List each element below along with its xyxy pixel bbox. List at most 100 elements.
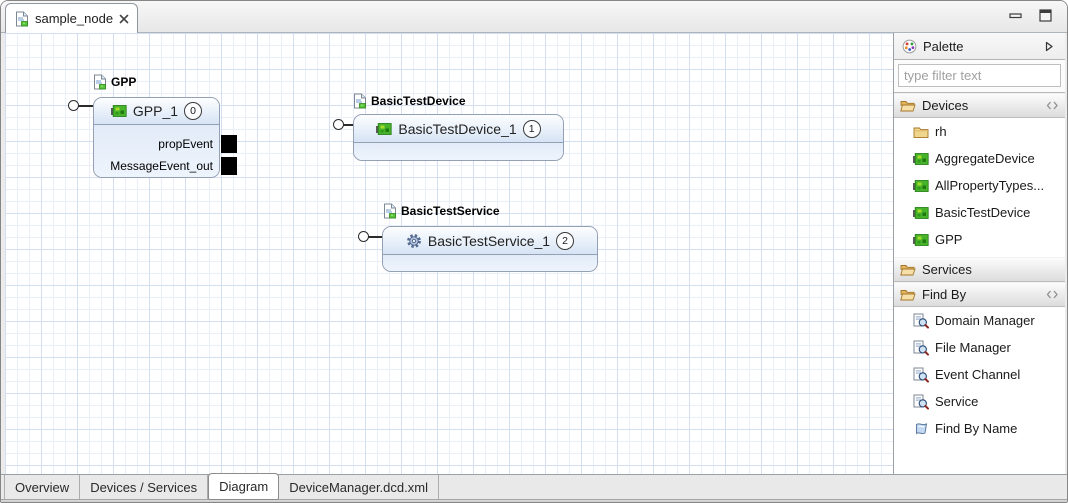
find-by-name-icon <box>913 421 929 437</box>
drawer-header-find-by[interactable]: Find By <box>894 282 1065 307</box>
palette-item-rh[interactable]: rh <box>894 118 1065 145</box>
tab-label: Devices / Services <box>90 479 198 495</box>
open-folder-icon <box>900 262 916 278</box>
node-document-icon <box>353 93 367 109</box>
tab-devicemanager-dcd-xml[interactable]: DeviceManager.dcd.xml <box>279 475 439 499</box>
node-basictestservice-header[interactable]: BasicTestService_1 2 <box>383 227 597 255</box>
tab-diagram[interactable]: Diagram <box>208 473 280 500</box>
palette-filter-area <box>894 60 1065 93</box>
node-gpp[interactable]: GPP_1 0 propEvent MessageEvent_out <box>93 97 237 178</box>
palette-item-find-by-name[interactable]: Find By Name <box>894 415 1065 442</box>
drawer-label: Find By <box>922 287 967 302</box>
document-search-icon <box>913 339 929 356</box>
palette-filter-input[interactable] <box>898 64 1061 87</box>
tab-overview[interactable]: Overview <box>4 475 81 499</box>
node-instance-name: BasicTestDevice_1 <box>398 120 517 137</box>
lollipop-line <box>368 236 382 238</box>
port-label: MessageEvent_out <box>110 159 213 173</box>
closed-folder-icon <box>913 124 929 140</box>
palette-item-label: rh <box>935 124 947 139</box>
output-port-square[interactable] <box>221 135 237 153</box>
palette-item-event-channel[interactable]: Event Channel <box>894 361 1065 388</box>
tab-devices-services[interactable]: Devices / Services <box>80 475 209 499</box>
palette-panel: Palette Devices rh <box>893 33 1065 474</box>
open-folder-icon <box>900 98 916 114</box>
device-board-icon <box>913 205 929 221</box>
node-document-icon <box>15 11 29 27</box>
palette-icon <box>901 38 917 54</box>
editor-tabstrip: sample_node <box>1 1 1067 33</box>
gear-icon <box>406 233 422 249</box>
document-search-icon <box>913 366 929 383</box>
palette-title: Palette <box>923 38 964 54</box>
palette-item-label: BasicTestDevice <box>935 205 1031 220</box>
lollipop-line <box>343 124 353 126</box>
node-gpp-body: propEvent MessageEvent_out <box>94 125 237 177</box>
editor-page-tabs: Overview Devices / Services Diagram Devi… <box>1 473 1067 500</box>
node-basictestdevice[interactable]: BasicTestDevice_1 1 <box>353 114 564 161</box>
node-label-gpp: GPP <box>93 74 136 90</box>
drawer-header-devices[interactable]: Devices <box>894 93 1065 118</box>
minimize-icon[interactable] <box>1007 7 1023 23</box>
node-basictestdevice-header[interactable]: BasicTestDevice_1 1 <box>354 115 563 143</box>
node-gpp-header[interactable]: GPP_1 0 <box>94 98 219 125</box>
node-basictestdevice-body <box>354 143 563 160</box>
palette-item-label: Find By Name <box>935 421 1018 436</box>
open-folder-icon <box>900 287 916 303</box>
diagram-canvas[interactable]: GPP GPP_1 0 propEvent MessageEvent_o <box>5 33 893 474</box>
palette-item-file-manager[interactable]: File Manager <box>894 334 1065 361</box>
editor-tab-title: sample_node <box>35 11 114 26</box>
palette-item-label: GPP <box>935 232 963 247</box>
tab-label: Diagram <box>219 479 269 494</box>
pin-drawer-icon[interactable] <box>1046 287 1059 303</box>
palette-item-label: File Manager <box>935 340 1011 355</box>
node-document-icon <box>93 74 107 90</box>
palette-item-service[interactable]: Service <box>894 388 1065 415</box>
device-board-icon <box>913 151 929 167</box>
document-search-icon <box>913 393 929 410</box>
palette-item-domain-manager[interactable]: Domain Manager <box>894 307 1065 334</box>
palette-item-label: Service <box>935 394 979 409</box>
badge-number: 1 <box>528 122 535 135</box>
close-icon[interactable] <box>119 11 129 27</box>
palette-item-label: AggregateDevice <box>935 151 1035 166</box>
device-board-icon <box>913 232 929 248</box>
device-board-icon <box>376 121 393 137</box>
output-port-square[interactable] <box>221 157 237 175</box>
node-label-basictestservice: BasicTestService <box>383 203 500 219</box>
port-propevent[interactable]: propEvent <box>94 135 237 153</box>
pin-drawer-icon[interactable] <box>1046 98 1059 114</box>
start-order-badge: 2 <box>556 231 575 250</box>
window-bottom-edge <box>1 499 1067 502</box>
palette-item-aggregatedevice[interactable]: AggregateDevice <box>894 145 1065 172</box>
palette-item-label: Domain Manager <box>935 313 1035 328</box>
node-document-icon <box>383 203 397 219</box>
node-type-text: BasicTestService <box>401 204 500 218</box>
palette-item-label: AllPropertyTypes... <box>935 178 1045 193</box>
palette-item-label: Event Channel <box>935 367 1021 382</box>
editor-tab-sample-node[interactable]: sample_node <box>5 3 139 33</box>
node-type-text: BasicTestDevice <box>371 94 466 108</box>
port-messageevent-out[interactable]: MessageEvent_out <box>94 157 237 175</box>
palette-item-basictestdevice[interactable]: BasicTestDevice <box>894 199 1065 226</box>
node-type-text: GPP <box>111 75 137 89</box>
drawer-header-services[interactable]: Services <box>894 257 1065 282</box>
node-instance-name: BasicTestService_1 <box>427 232 551 249</box>
palette-item-allpropertytypes[interactable]: AllPropertyTypes... <box>894 172 1065 199</box>
node-label-basictestdevice: BasicTestDevice <box>353 93 466 109</box>
device-board-icon <box>913 178 929 194</box>
badge-number: 0 <box>190 105 196 117</box>
lollipop-line <box>78 105 93 107</box>
maximize-icon[interactable] <box>1037 7 1053 23</box>
tab-label: DeviceManager.dcd.xml <box>289 479 428 495</box>
triangle-right-icon[interactable] <box>1041 38 1057 54</box>
palette-titlebar[interactable]: Palette <box>894 33 1065 60</box>
tab-label: Overview <box>15 479 70 495</box>
drawer-label: Services <box>922 262 972 277</box>
node-basictestservice[interactable]: BasicTestService_1 2 <box>382 226 598 272</box>
node-basictestservice-body <box>383 255 597 271</box>
palette-item-gpp[interactable]: GPP <box>894 226 1065 253</box>
start-order-badge: 1 <box>522 119 541 138</box>
port-label: propEvent <box>158 137 213 151</box>
